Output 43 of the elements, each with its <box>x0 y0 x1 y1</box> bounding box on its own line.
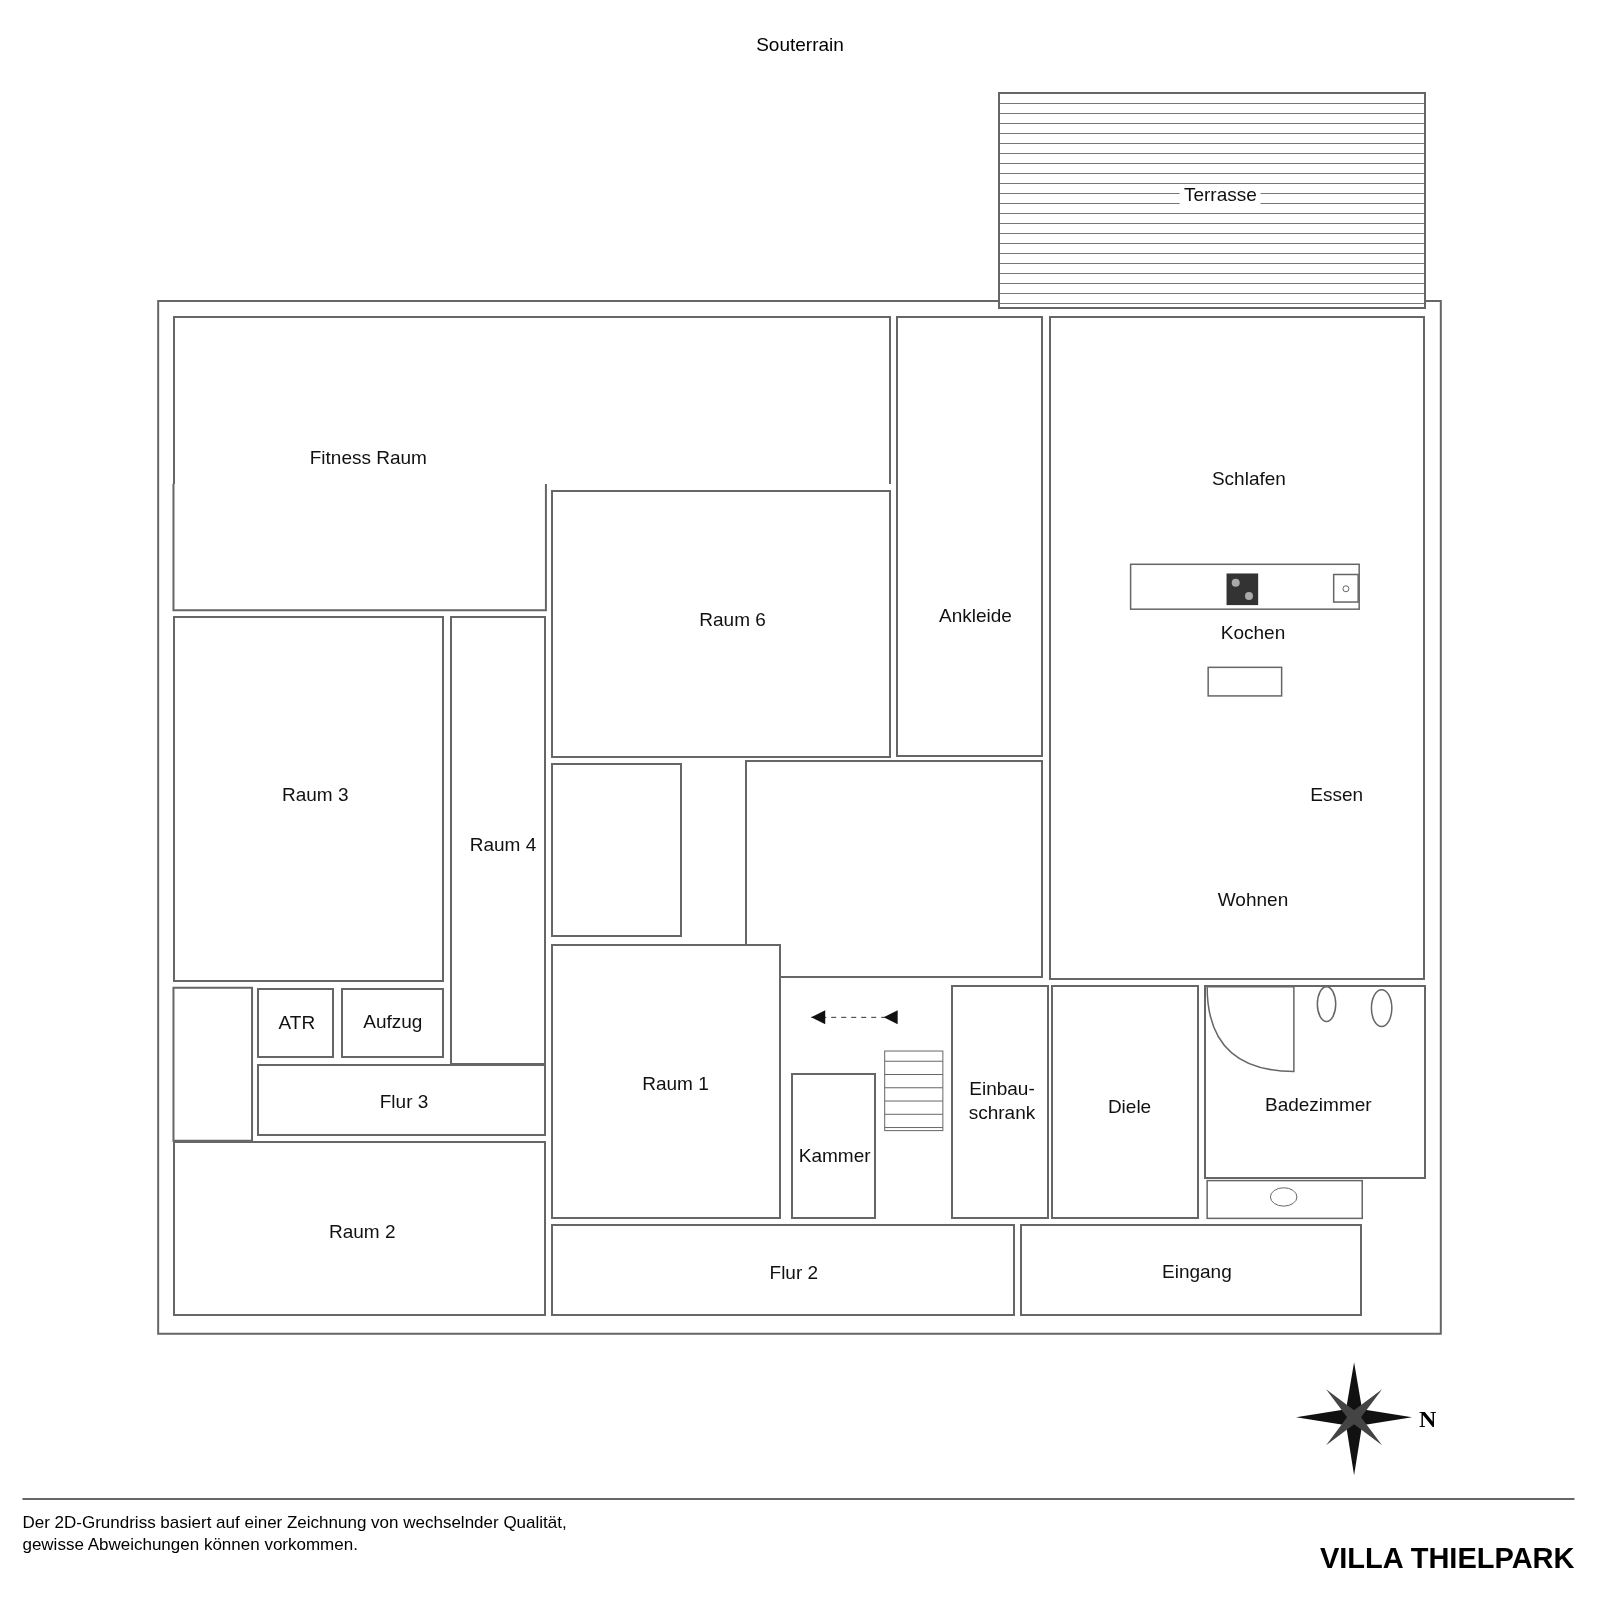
room-label: Raum 2 <box>328 1220 396 1243</box>
room-outline <box>173 1140 546 1317</box>
room-outline <box>450 616 546 1066</box>
room-outline <box>551 1224 1016 1317</box>
room-label: Wohnen <box>1217 888 1289 911</box>
disclaimer-note: Der 2D-Grundriss basiert auf einer Zeichnung von wechselnder Qualität, gewisse Abweichungen können vorkommen. <box>22 1512 568 1557</box>
room-outline <box>551 943 781 1220</box>
room-label: Ankleide <box>939 605 1012 628</box>
room-label: Schlafen <box>1211 467 1286 490</box>
room-outline <box>1020 1224 1363 1317</box>
room-label: Raum 3 <box>282 783 349 806</box>
property-name: VILLA THIELPARK <box>1319 1541 1575 1575</box>
terrace-area <box>997 91 1426 310</box>
floor-title: Souterrain <box>756 33 844 56</box>
room-label: Einbau- schrank <box>967 1077 1037 1125</box>
room-label: Kammer <box>798 1145 871 1168</box>
room-label: Flur 3 <box>379 1091 429 1113</box>
north-label: N <box>1418 1405 1437 1433</box>
room-label: Diele <box>1107 1096 1152 1119</box>
room-label: Raum 1 <box>642 1072 709 1095</box>
room-label: Essen <box>1310 783 1364 806</box>
unlabeled-room <box>744 760 1043 978</box>
room-label: Flur 2 <box>769 1262 819 1285</box>
room-outline <box>340 987 444 1059</box>
room-label: Badezimmer <box>1265 1094 1372 1117</box>
room-label: ATR <box>278 1012 316 1035</box>
unlabeled-room <box>551 763 682 937</box>
room-outline <box>895 316 1043 758</box>
room-label: Fitness Raum <box>309 447 427 470</box>
room-outline <box>790 1073 876 1220</box>
room-label: Kochen <box>1220 621 1286 644</box>
room-outline <box>257 987 334 1059</box>
room-outline <box>551 489 891 759</box>
room-outline <box>1048 316 1426 980</box>
room-outline <box>257 1064 546 1136</box>
room-label: Raum 6 <box>699 609 766 632</box>
room-label: Eingang <box>1162 1261 1232 1284</box>
room-outline <box>951 984 1049 1220</box>
room-label: Aufzug <box>363 1011 423 1034</box>
room-label: Raum 4 <box>469 833 537 856</box>
room-outline <box>173 316 891 484</box>
room-outline <box>1051 984 1199 1220</box>
room-outline <box>173 616 444 982</box>
